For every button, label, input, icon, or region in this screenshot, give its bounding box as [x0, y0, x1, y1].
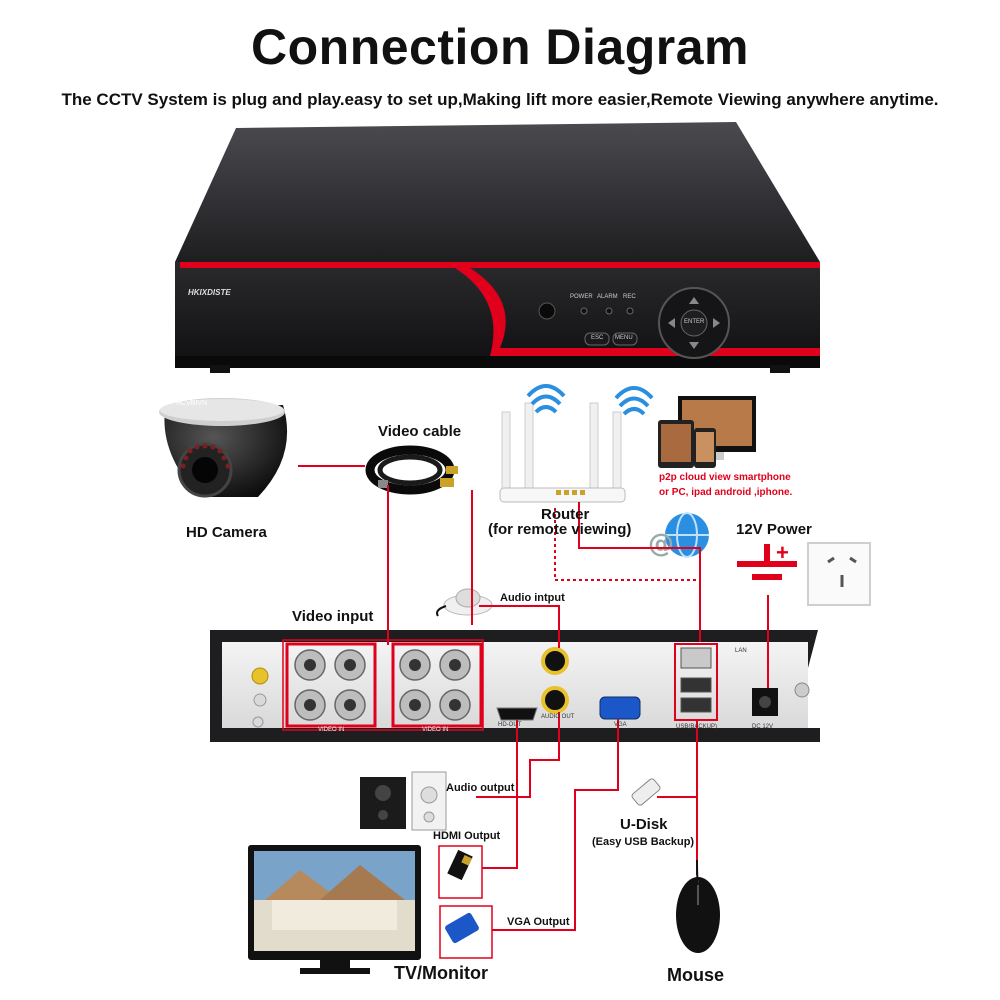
audio-in-jack	[541, 647, 569, 675]
rec-led-label: REC	[623, 294, 636, 300]
hd-camera-label: HD Camera	[186, 524, 267, 541]
page-subtitle: The CCTV System is plug and play.easy to…	[61, 90, 939, 109]
hdmi-port	[496, 707, 538, 721]
video-in-text-left: VIDEO IN	[318, 727, 345, 733]
page-title: Connection Diagram	[251, 19, 749, 75]
dvr-brand-logo: HKIXDISTE	[188, 288, 231, 297]
wifi-icon-right	[614, 386, 654, 416]
ir-sensor	[538, 302, 556, 320]
dc-text: DC 12V	[752, 724, 774, 730]
speakers	[360, 771, 447, 831]
svg-text:@: @	[648, 529, 674, 559]
usb-text: USB(BACKUP)	[676, 724, 718, 730]
vga-port	[599, 696, 641, 720]
video-in-text-right: VIDEO IN	[422, 727, 449, 733]
power-led	[580, 307, 588, 315]
svg-text:+: +	[776, 540, 789, 565]
u-disk-label: U-Disk	[620, 816, 668, 833]
rec-led	[626, 307, 634, 315]
camera-brand-logo: HCVBIVN	[176, 400, 208, 407]
enter-button	[680, 309, 708, 337]
power-plug-symbol: +	[737, 540, 797, 580]
hdmi-cable-icon	[438, 845, 483, 899]
connection-lines	[298, 465, 769, 931]
internet-globe-icon: @	[648, 512, 709, 559]
audio-out-jack	[541, 686, 569, 714]
menu-button	[612, 332, 638, 346]
tv-monitor-label: TV/Monitor	[394, 963, 488, 983]
router-sub-label: (for remote viewing)	[488, 521, 632, 538]
u-disk-sub-label: (Easy USB Backup)	[592, 836, 695, 848]
audio-input-label: Audio intput	[500, 592, 565, 604]
hd-out-text: HD-OUT	[498, 722, 522, 728]
vga-cable-icon	[439, 905, 493, 959]
audio-out-text: AUDIO OUT	[541, 714, 575, 720]
tv-monitor	[248, 845, 421, 974]
router-label: Router	[541, 506, 590, 523]
vga-text: VGA	[614, 722, 627, 728]
wifi-icon-left	[526, 384, 566, 414]
audio-output-label: Audio output	[446, 782, 515, 794]
power-outlet	[807, 542, 871, 606]
remote-dotted-line	[554, 508, 701, 640]
vga-output-label: VGA Output	[507, 916, 570, 928]
menu-label: MENU	[615, 335, 633, 341]
dvr-red-accent	[180, 262, 820, 356]
video-input-label: Video input	[292, 608, 374, 625]
lan-text: LAN	[735, 648, 747, 654]
u-disk-icon	[631, 778, 661, 806]
esc-button	[584, 332, 610, 346]
remote-devices	[658, 396, 756, 468]
alarm-led	[605, 307, 613, 315]
audio-input-mic	[436, 588, 493, 617]
lan-port	[680, 647, 712, 669]
wifi-router	[499, 402, 626, 503]
mouse-label: Mouse	[667, 965, 725, 985]
hdmi-output-label: HDMI Output	[433, 830, 501, 842]
mouse	[676, 859, 720, 953]
hd-camera	[159, 398, 288, 498]
video-cable-coil	[365, 445, 458, 495]
enter-label: ENTER	[684, 319, 705, 325]
dvr-front-unit	[175, 122, 820, 373]
video-cable-label: Video cable	[378, 423, 462, 440]
dvr-top-surface	[175, 122, 820, 262]
esc-label: ESC	[591, 335, 604, 341]
power-led-label: POWER	[570, 294, 593, 300]
remote-view-line1: p2p cloud view smartphone	[659, 472, 791, 483]
remote-view-line2: or PC, ipad android ,iphone.	[659, 487, 793, 498]
power-label: 12V Power	[736, 521, 812, 538]
alarm-led-label: ALARM	[597, 294, 618, 300]
